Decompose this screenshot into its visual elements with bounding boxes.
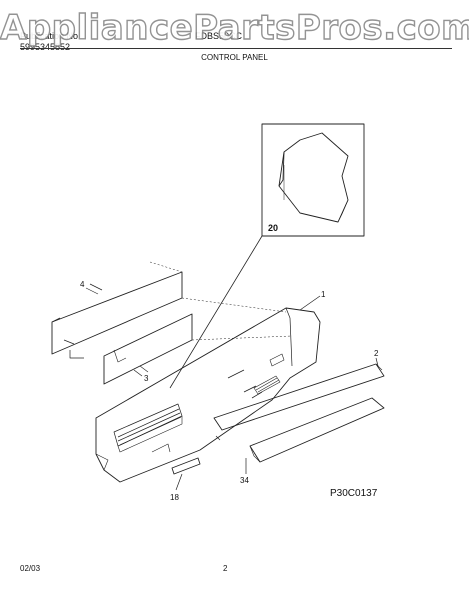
part-34-front-strip[interactable] xyxy=(249,397,385,463)
callout-20: 20 xyxy=(268,223,278,233)
part-20-bracket[interactable] xyxy=(278,132,349,223)
part-1-control-panel[interactable] xyxy=(95,307,321,483)
callout-18: 18 xyxy=(170,493,179,502)
keypad-opening xyxy=(253,375,281,395)
part-2-trim-strip[interactable] xyxy=(213,363,385,431)
part-3-panel[interactable] xyxy=(103,313,193,385)
footer-page-number: 2 xyxy=(223,564,228,573)
callout-3: 3 xyxy=(144,374,149,383)
part-4-insulation-panel[interactable] xyxy=(51,271,183,355)
footer-date: 02/03 xyxy=(20,564,41,573)
figure-code: P30C0137 xyxy=(330,488,378,499)
vent-grille xyxy=(113,403,183,453)
header-publication: Publication No 5995345852 xyxy=(20,31,78,53)
inset-leader-line xyxy=(169,235,263,389)
detail-inset-box xyxy=(261,123,365,237)
callout-2: 2 xyxy=(374,349,379,358)
callout-34: 34 xyxy=(240,476,249,485)
publication-label: Publication No xyxy=(20,31,79,41)
publication-number: 5995345852 xyxy=(20,42,71,52)
watermark-logo: AppliancePartsPros.com xyxy=(0,7,469,48)
section-title: CONTROL PANEL xyxy=(201,53,268,62)
callout-4: 4 xyxy=(80,280,85,289)
callout-1: 1 xyxy=(321,290,326,299)
part-18-insert[interactable] xyxy=(171,457,201,475)
control-slots xyxy=(227,369,263,399)
header-divider xyxy=(20,48,452,49)
model-number: FDBS50CC xyxy=(195,31,243,41)
